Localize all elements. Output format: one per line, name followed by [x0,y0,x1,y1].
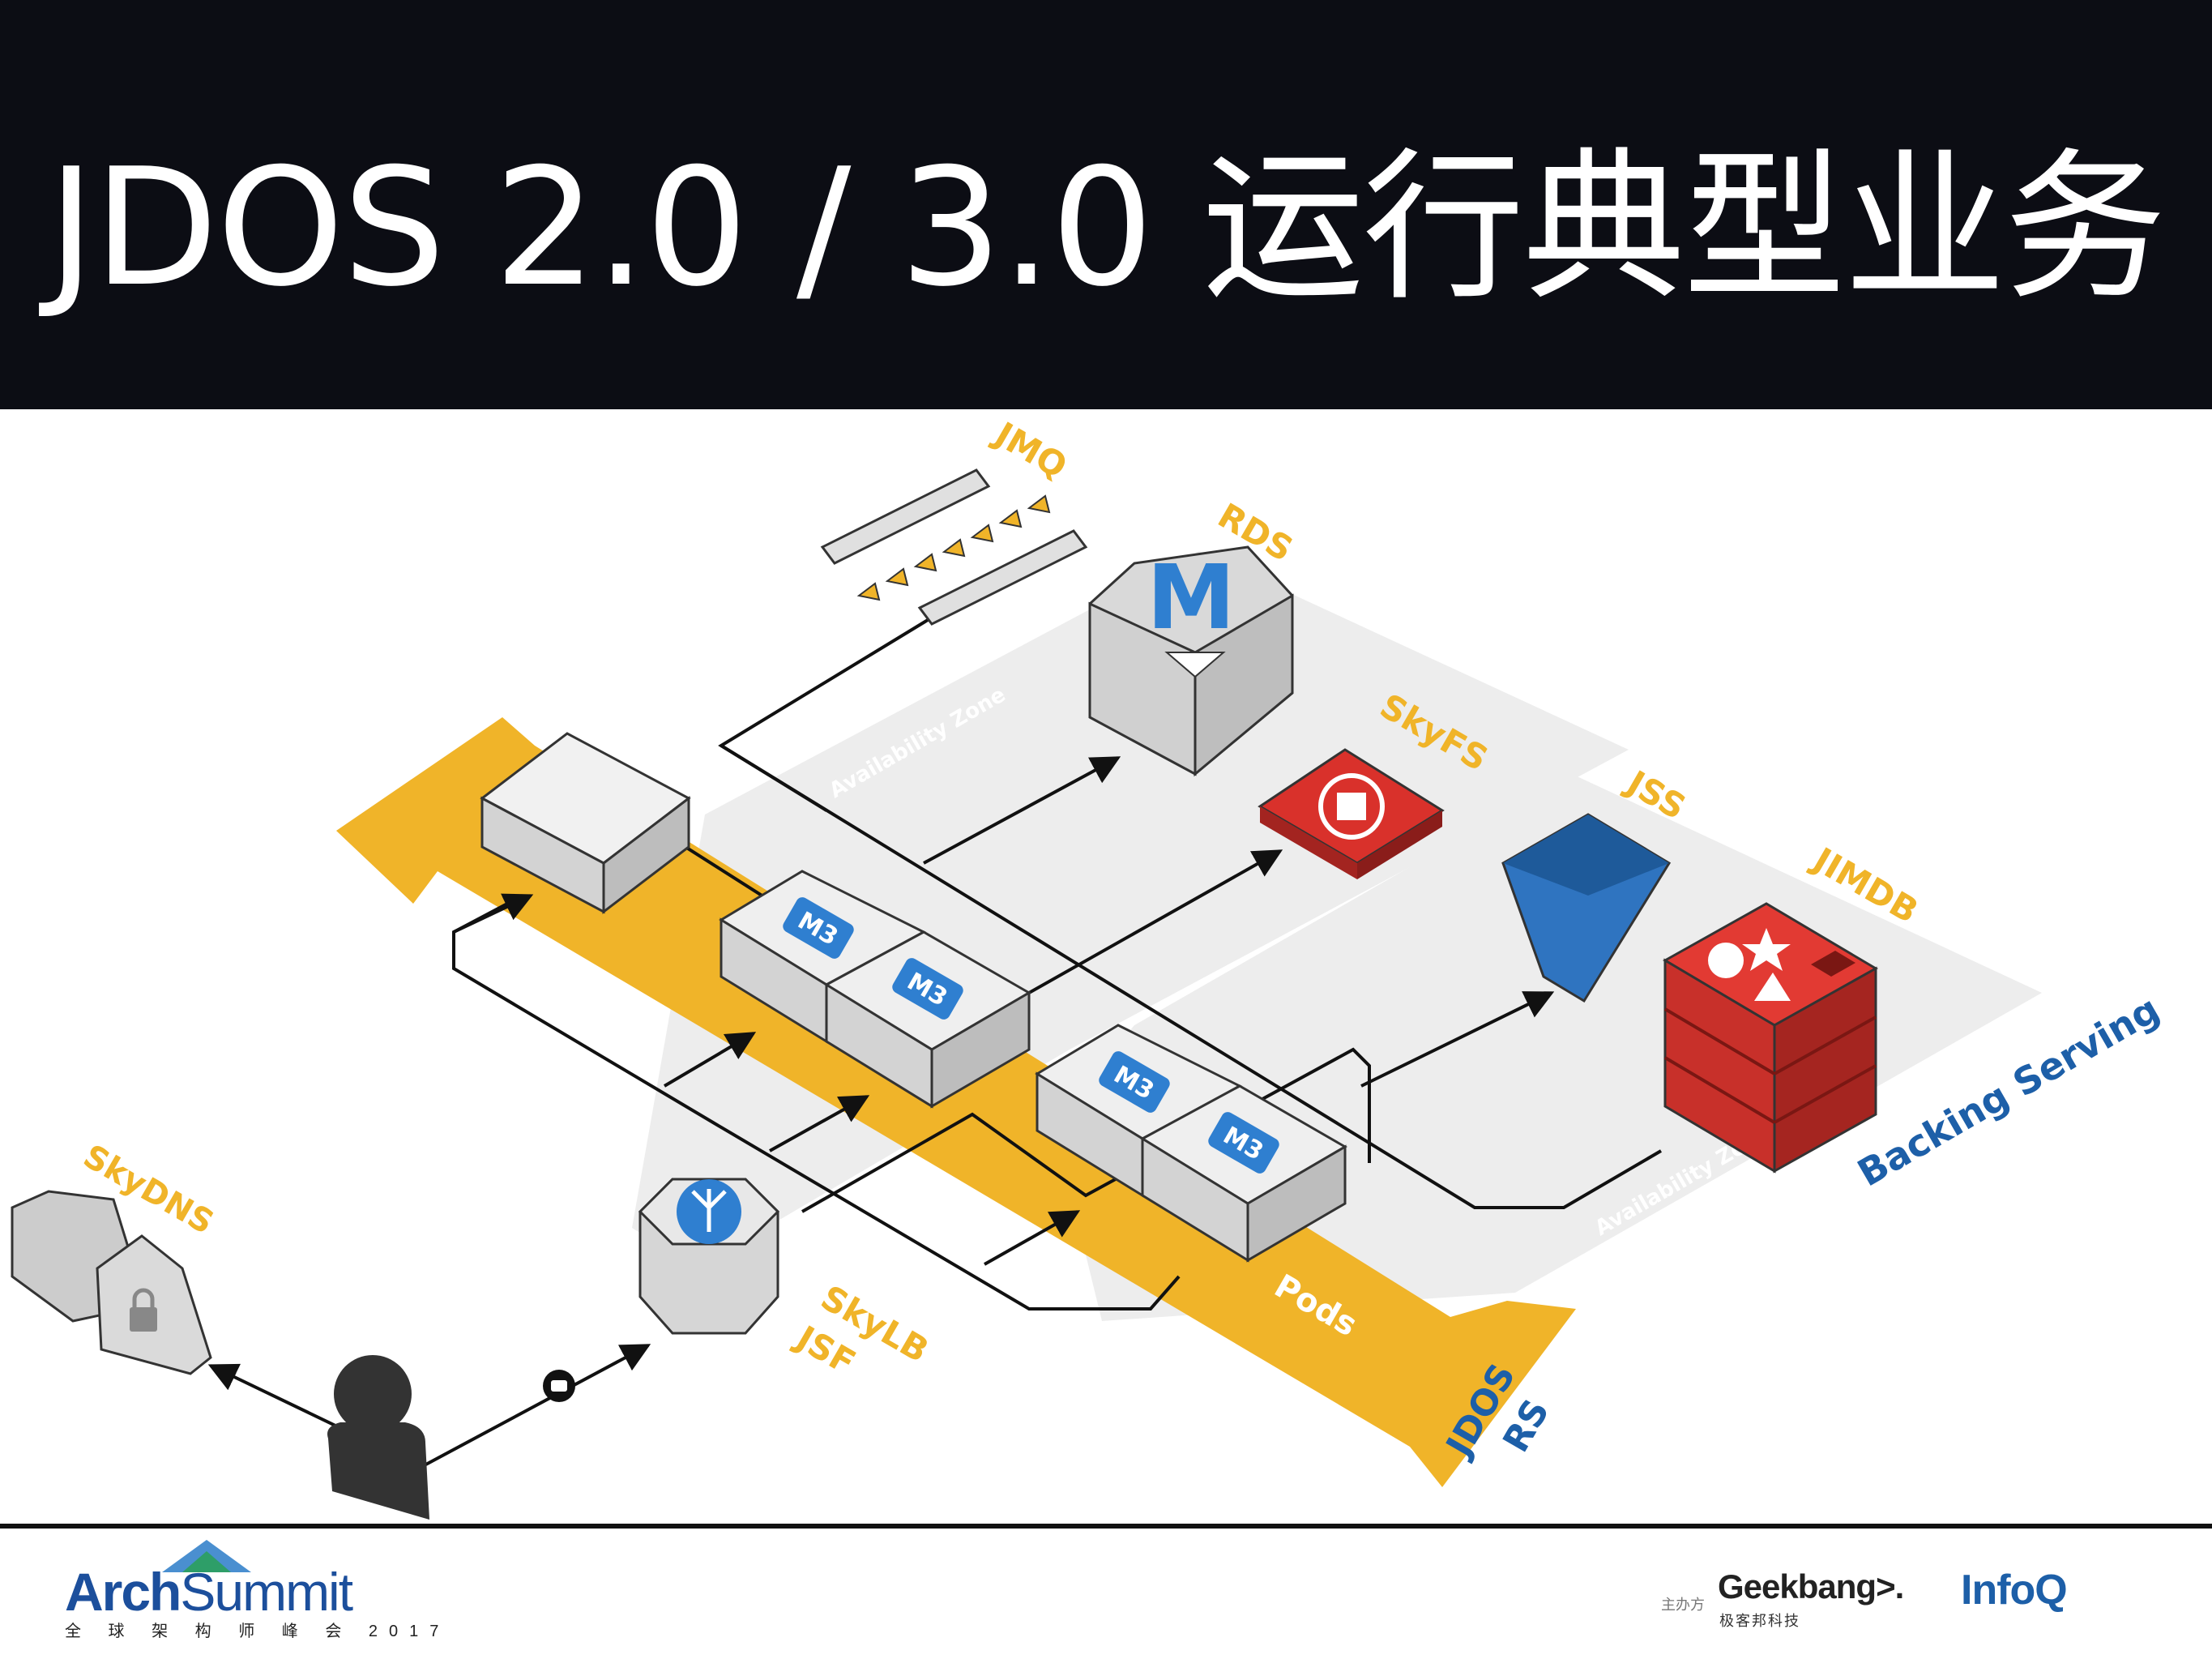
archsummit-logo: ArchSummit 全 球 架 构 师 峰 会 2017 [65,1540,451,1641]
jmq-label: JMQ [986,413,1074,487]
gateway-box [480,732,691,915]
line-lb-up2 [769,1095,870,1152]
skyfs-icon [1258,748,1445,879]
skydns-icon [11,1190,212,1375]
line-left-top [453,893,534,934]
slide-title: JDOS 2.0 / 3.0 运行典型业务 [47,133,2166,323]
pod-m3-1: M3 [719,870,927,1044]
pod-group-2: M3 M3 [1035,1024,1347,1263]
rds-database-icon: M [1088,545,1294,777]
rds-letter: M [1147,545,1235,649]
line-m3-jss [1360,991,1555,1088]
line-m3-skyfs [1028,849,1283,994]
line-lb-up3 [984,1210,1081,1266]
pod-m3-4: M3 [1140,1084,1347,1263]
line-m3-rds [923,756,1121,865]
pod-group-1: M3 M3 [719,870,1031,1109]
connection-lines [207,618,1663,1469]
geekbang-subtitle: 极客邦科技 [1719,1613,1800,1629]
pod-m3-2: M3 [824,930,1031,1109]
user-icon [327,1355,575,1520]
line-user-lb [421,1344,651,1469]
logo-arch: Arch [65,1562,181,1622]
architecture-diagram: Availability Zone Availability Zone [11,413,2167,1520]
footer-divider [0,1524,2212,1529]
footer: ArchSummit 全 球 架 构 师 峰 会 2017 主办方 Geekba… [0,1529,2212,1659]
pod-m3-3: M3 [1035,1024,1243,1198]
line-lb-up1 [663,1032,757,1088]
cluster-double-arrow [336,717,1576,1487]
sponsor-logos: 主办方 Geekbang>. 极客邦科技 InfoQ [1661,1561,2147,1642]
logo-subtitle: 全 球 架 构 师 峰 会 2017 [65,1623,451,1640]
jmq-queue-icon [820,468,1088,626]
geekbang-logo: Geekbang>. [1718,1567,1904,1606]
skylb-loadbalancer-icon [638,1178,780,1335]
jimdb-stack-icon [1662,902,1879,1174]
line-gateway-jimdb [720,744,1663,1209]
host-label: 主办方 [1661,1597,1705,1613]
mountain-icon [162,1540,251,1572]
jss-bucket-icon [1501,813,1672,1003]
title-bar: JDOS 2.0 / 3.0 运行典型业务 [0,0,2212,409]
infoq-logo: InfoQ [1961,1567,2068,1614]
